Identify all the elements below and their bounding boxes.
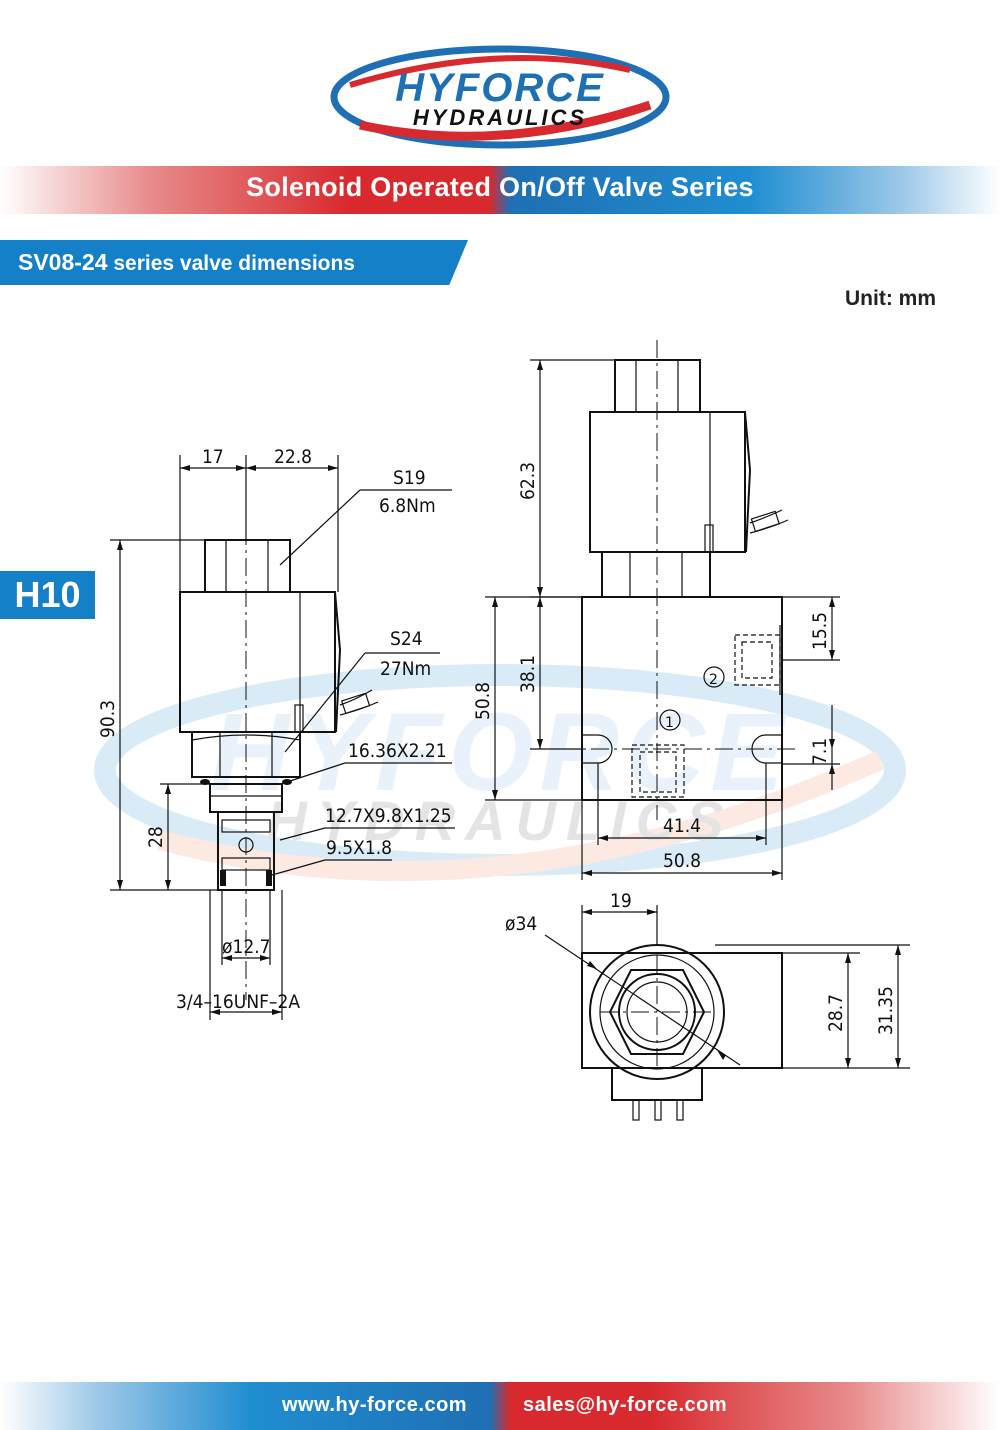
cartridge-side-view: 17 22.8 S19 6.8Nm S24 27Nm 16.36X2.21 12… bbox=[97, 446, 455, 1020]
valve-front-view: 2 1 62.3 38.1 50.8 15 bbox=[472, 340, 840, 880]
dim-oring-9-5: 9.5X1.8 bbox=[326, 837, 392, 859]
dim-6-8nm: 6.8Nm bbox=[379, 495, 436, 517]
dim-dia-12-7: ø12.7 bbox=[222, 936, 271, 958]
footer-bar bbox=[0, 1382, 1000, 1430]
dim-thread: 3/4–16UNF–2A bbox=[176, 991, 300, 1013]
cavity-tab: H10 bbox=[0, 571, 95, 619]
dim-90-3: 90.3 bbox=[97, 700, 119, 738]
dim-27nm: 27Nm bbox=[380, 658, 431, 680]
dim-41-4: 41.4 bbox=[663, 815, 701, 837]
dim-62-3: 62.3 bbox=[517, 462, 539, 500]
footer-website-link[interactable]: www.hy-force.com bbox=[282, 1394, 468, 1416]
dim-15-5: 15.5 bbox=[809, 612, 831, 650]
dim-s24: S24 bbox=[390, 628, 423, 650]
dim-28-7: 28.7 bbox=[825, 994, 847, 1032]
dim-19: 19 bbox=[610, 890, 632, 912]
unit-label: Unit: mm bbox=[845, 287, 936, 310]
section-title-text: series valve dimensions bbox=[107, 252, 355, 275]
watermark: HYFORCE HYDRAULICS bbox=[94, 664, 906, 882]
port-2-label: 2 bbox=[709, 672, 718, 688]
dim-dia-34: ø34 bbox=[505, 913, 537, 935]
series-banner bbox=[0, 166, 1000, 214]
hyforce-logo: HYFORCE HYDRAULICS bbox=[330, 45, 670, 149]
logo-line2: HYDRAULICS bbox=[413, 105, 587, 130]
section-title-bar bbox=[0, 240, 468, 285]
dim-50-8-horizontal: 50.8 bbox=[663, 850, 701, 872]
logo-line1: HYFORCE bbox=[395, 66, 605, 110]
dim-31-35: 31.35 bbox=[875, 986, 897, 1035]
model-name: SV08-24 bbox=[18, 249, 108, 275]
svg-text:HYFORCE: HYFORCE bbox=[210, 691, 790, 814]
dim-s19: S19 bbox=[393, 467, 426, 489]
footer-email-link[interactable]: sales@hy-force.com bbox=[523, 1394, 728, 1416]
port-1-label: 1 bbox=[665, 715, 674, 731]
dim-7-1: 7.1 bbox=[809, 738, 831, 765]
section-title: SV08-24 series valve dimensions bbox=[18, 249, 355, 276]
dim-17: 17 bbox=[202, 446, 224, 468]
dim-38-1: 38.1 bbox=[517, 655, 539, 693]
dim-22-8: 22.8 bbox=[274, 446, 312, 468]
dim-28: 28 bbox=[145, 826, 167, 848]
dim-50-8-vertical: 50.8 bbox=[472, 682, 494, 720]
dim-oring-16-36: 16.36X2.21 bbox=[348, 740, 447, 762]
banner-title: Solenoid Operated On/Off Valve Series bbox=[246, 172, 754, 202]
valve-top-view: 19 ø34 28.7 31.35 bbox=[505, 890, 910, 1121]
dim-oring-12-7: 12.7X9.8X1.25 bbox=[325, 805, 452, 827]
